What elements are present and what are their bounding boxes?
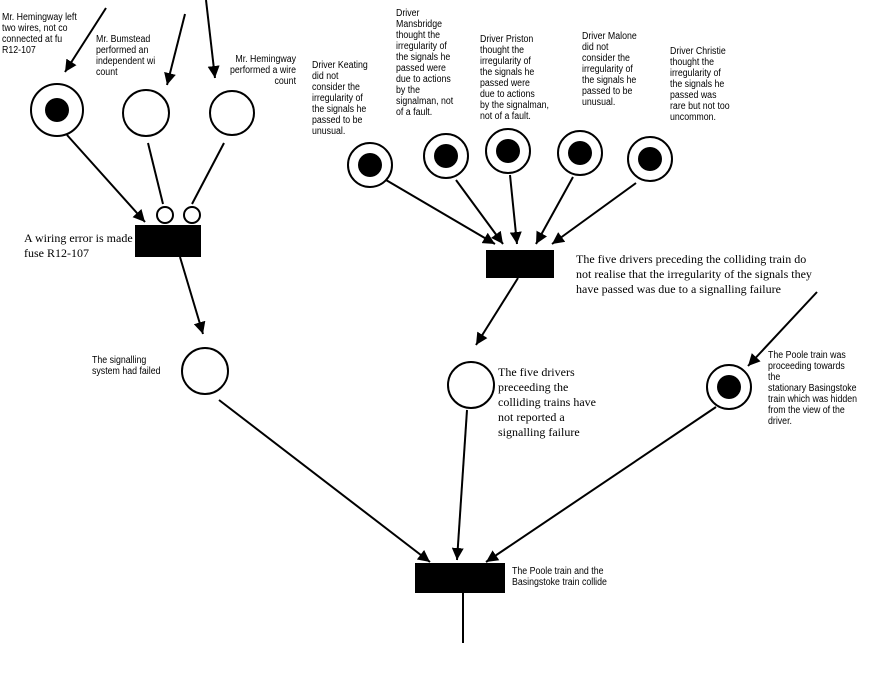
label-wiring-error: A wiring error is made a fuse R12-107 [24, 231, 141, 260]
arc-offpage-to-hemingway-wires [64, 7, 107, 73]
label-drivers-not-reported: The five drivers preceeding the collidin… [498, 365, 596, 439]
arc-wiring-error-to-signalling-failed [179, 256, 206, 335]
label-signalling-failed: The signalling system had failed [92, 355, 161, 377]
place-drivers-not-reported [447, 361, 495, 409]
label-priston: Driver Priston thought the irregularity … [480, 34, 549, 122]
arc-hemingway-wires-to-wiring-error [66, 134, 146, 223]
arc-signalling-failed-to-collision [218, 399, 431, 563]
label-malone: Driver Malone did not consider the irreg… [582, 31, 637, 108]
transition-collision [415, 563, 505, 593]
place-bumstead-count [122, 89, 170, 137]
arc-bumstead-to-wiring-error [147, 142, 164, 205]
arc-keating-to-transition [385, 179, 496, 245]
token-priston [496, 139, 520, 163]
arc-not-reported-to-collision [451, 409, 468, 561]
small-place-right [183, 206, 201, 224]
place-hemingway-count [209, 90, 255, 136]
token-hemingway-wires [45, 98, 69, 122]
token-keating [358, 153, 382, 177]
label-hemingway-wires: Mr. Hemingway left two wires, not co con… [2, 12, 77, 56]
arc-mansbridge-to-transition [455, 179, 504, 245]
label-bumstead-count: Mr. Bumstead performed an independent wi… [96, 34, 156, 78]
label-christie: Driver Christie thought the irregularity… [670, 46, 730, 123]
label-drivers-not-realise: The five drivers preceding the colliding… [576, 252, 812, 296]
arc-priston-to-transition [509, 174, 522, 245]
arc-malone-to-transition [535, 176, 574, 245]
label-collision: The Poole train and the Basingstoke trai… [512, 566, 607, 588]
transition-drivers-not-realise [486, 250, 554, 278]
small-place-left [156, 206, 174, 224]
arc-not-realise-to-not-reported [475, 277, 519, 346]
label-hemingway-count: Mr. Hemingway performed a wire count [229, 54, 296, 87]
arc-poole-proceeding-to-collision [485, 406, 717, 563]
label-keating: Driver Keating did not consider the irre… [312, 60, 368, 137]
arc-offpage-to-bumstead-count [164, 13, 186, 86]
transition-wiring-error-overlay [135, 225, 201, 257]
token-mansbridge [434, 144, 458, 168]
arc-christie-to-transition [551, 182, 637, 245]
arc-offpage-to-poole-proceeding [747, 291, 818, 367]
label-poole-proceeding: The Poole train was proceeding towards t… [768, 350, 858, 427]
label-mansbridge: Driver Mansbridge thought the irregulari… [396, 8, 454, 118]
token-poole-proceeding [717, 375, 741, 399]
arc-hemingway-count-to-wiring-error [191, 142, 225, 205]
token-malone [568, 141, 592, 165]
place-signalling-failed [181, 347, 229, 395]
arc-offpage-to-hemingway-count [205, 0, 220, 79]
token-christie [638, 147, 662, 171]
